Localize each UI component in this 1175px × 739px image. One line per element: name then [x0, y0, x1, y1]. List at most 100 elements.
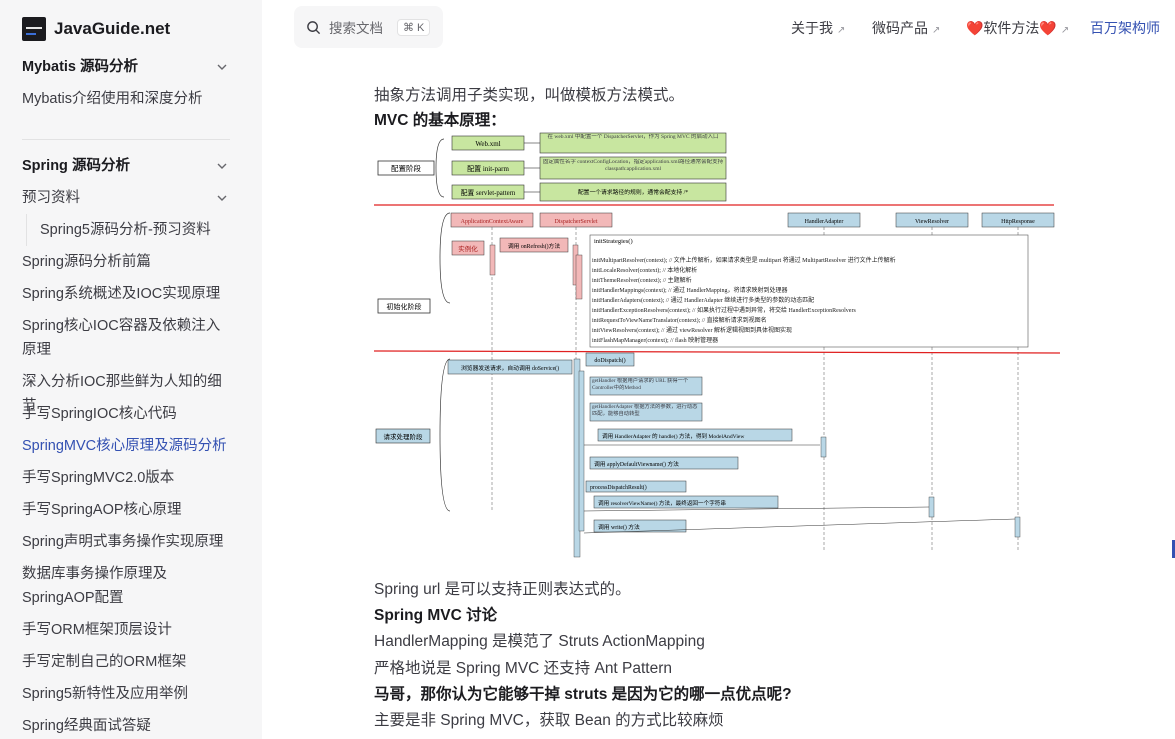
diagram-phase-init: 初始化阶段	[387, 302, 422, 311]
diagram-col-ac: ApplicationContextAware	[461, 219, 524, 225]
diagram-dodispatch-box	[585, 352, 635, 367]
diagram-note-initparm-box	[539, 156, 727, 180]
mvc-principle-diagram: 配置阶段 Web.xml 配置 init-parm 配置 servlet-pat…	[374, 132, 1061, 558]
diagram-init-line: initHandlerExceptionResolvers(context); …	[592, 306, 856, 314]
paragraph-spring-url: Spring url 是可以支持正则表达式的。	[374, 581, 631, 598]
sidebar-item-label: Spring 源码分析	[22, 158, 130, 174]
diagram-col-ha: HandlerAdapter	[805, 219, 844, 225]
sidebar-subtree-line	[26, 214, 27, 246]
sidebar-item-interview[interactable]: Spring经典面试答疑	[22, 714, 230, 738]
nav-link-about[interactable]: 关于我 ↗	[791, 18, 845, 40]
sidebar-item-mybatis-section[interactable]: Mybatis 源码分析	[22, 55, 230, 79]
external-link-icon: ↗	[837, 25, 846, 36]
diagram-applydefault-box	[589, 456, 739, 470]
sidebar-item-label: SpringMVC核心原理及源码分析	[22, 438, 227, 454]
sidebar-item-label: Spring源码分析前篇	[22, 254, 151, 270]
sidebar-item-handwrite-ioc[interactable]: 手写SpringIOC核心代码	[22, 402, 230, 426]
diagram-init-line: initLocaleResolver(context); // 本地化解析	[592, 266, 697, 274]
sidebar-item-label: Spring5新特性及应用举例	[22, 686, 188, 702]
chevron-down-icon	[217, 163, 227, 169]
sidebar-item-label: Spring经典面试答疑	[22, 718, 151, 734]
sidebar-item-label: 手写ORM框架顶层设计	[22, 622, 172, 638]
diagram-phase-request: 请求处理阶段	[384, 432, 424, 441]
nav-link-software[interactable]: ❤️软件方法❤️↗	[966, 18, 1069, 40]
diagram-handle-box	[597, 428, 793, 442]
diagram-instantiate-box	[451, 240, 485, 256]
diagram-write-box	[593, 519, 687, 533]
diagram-gethandler-box	[589, 376, 703, 396]
sidebar-item-springmvc-core[interactable]: SpringMVC核心原理及源码分析	[22, 434, 230, 458]
sidebar-item-handwrite-aop[interactable]: 手写SpringAOP核心原理	[22, 498, 230, 522]
sidebar-item-spring5-preview[interactable]: Spring5源码分析-预习资料	[40, 218, 230, 242]
diagram-onrefresh-box	[499, 237, 569, 253]
diagram-note-pattern: 配置一个请求路径的规则，通常会配支持 /*	[578, 188, 688, 196]
sidebar-item-spring-section[interactable]: Spring 源码分析	[22, 154, 230, 178]
diagram-note-webxml: 在 web.xml 中配置一个 DispatcherServlet，作为 Spr…	[547, 134, 719, 140]
diagram-instantiate: 实例化	[458, 244, 478, 253]
sidebar-item-label: 手写SpringMVC2.0版本	[22, 470, 175, 486]
sidebar-item-label: Spring声明式事务操作实现原理	[22, 534, 224, 550]
sidebar-item-label: Spring5源码分析-预习资料	[40, 222, 211, 238]
diagram-col-ds: DispatcherServlet	[555, 219, 598, 225]
nav-link-architect[interactable]: 百万架构师	[1090, 18, 1160, 40]
sidebar-divider	[22, 139, 230, 140]
diagram-note-webxml-box	[539, 132, 727, 154]
diagram-init-title: initStrategies()	[594, 238, 633, 245]
search-placeholder: 搜索文档	[329, 21, 383, 36]
diagram-process: processDispatchResult()	[590, 484, 647, 491]
search-shortcut: ⌘ K	[397, 18, 431, 36]
nav-link-label: 关于我	[791, 20, 833, 36]
nav-link-products[interactable]: 微码产品↗	[872, 18, 940, 40]
sidebar-item-db-tx[interactable]: 数据库事务操作原理及 SpringAOP配置	[22, 562, 230, 610]
nav-link-label: 百万架构师	[1090, 20, 1160, 36]
diagram-init-line: initFlashMapManager(context); // flash 映…	[592, 336, 718, 344]
brand[interactable]: JavaGuide.net	[22, 16, 170, 42]
diagram-separator-2	[374, 350, 1061, 354]
heading-mvc-principle: MVC 的基本原理：	[374, 112, 506, 129]
sidebar-item-spring-ioc-di[interactable]: Spring核心IOC容器及依赖注入 原理	[22, 314, 230, 362]
diagram-write: 调用 write() 方法	[598, 523, 640, 531]
diagram-gethandler: getHandler 根据用户请求的 URL 获得一个Controller中的M…	[592, 378, 689, 391]
diagram-initparm: 配置 init-parm	[467, 165, 509, 173]
diagram-init-lines: initMultipartResolver(context); // 文件上传解…	[592, 256, 896, 344]
sidebar-item-mybatis-intro[interactable]: Mybatis介绍使用和深度分析	[22, 87, 230, 111]
sidebar-item-label: 手写SpringIOC核心代码	[22, 406, 177, 422]
brand-name: JavaGuide.net	[54, 19, 171, 38]
diagram-servletpattern: 配置 servlet-pattern	[461, 189, 516, 197]
sidebar-item-label: 深入分析IOC那些鲜为人知的细节	[22, 374, 222, 414]
diagram-onrefresh: 调用 onRefresh()方法	[508, 242, 561, 250]
sidebar-item-label: 手写定制自己的ORM框架	[22, 654, 187, 670]
sidebar-item-label: Spring核心IOC容器及依赖注入	[22, 318, 221, 334]
diagram-browser-req: 浏览器发送请求，自动调用 doService()	[461, 364, 559, 372]
diagram-note-initparm: 固定属性名字 contextConfigLocation，指定applicati…	[542, 159, 724, 172]
diagram-init-strategies-box	[589, 234, 1029, 348]
sidebar-item-custom-orm[interactable]: 手写定制自己的ORM框架	[22, 650, 230, 674]
sidebar-item-label: Mybatis介绍使用和深度分析	[22, 91, 203, 107]
sidebar-item-ioc-details[interactable]: 深入分析IOC那些鲜为人知的细节	[22, 370, 230, 418]
diagram-init-line: initMultipartResolver(context); // 文件上传解…	[592, 256, 896, 264]
diagram-handle: 调用 HandlerAdapter 的 handle() 方法，得到 Model…	[602, 432, 745, 440]
chevron-down-icon	[217, 195, 227, 201]
diagram-init-line: initHandlerAdapters(context); // 通过 Hand…	[592, 296, 814, 304]
sidebar-item-declarative-tx[interactable]: Spring声明式事务操作实现原理	[22, 530, 230, 554]
sidebar-item-preview[interactable]: 预习资料	[22, 186, 230, 210]
sidebar-item-spring5-features[interactable]: Spring5新特性及应用举例	[22, 682, 230, 706]
paragraph-handlermapping: HandlerMapping 是模范了 Struts ActionMapping	[374, 633, 705, 650]
sidebar-item-spring-pre[interactable]: Spring源码分析前篇	[22, 250, 230, 274]
diagram-dodispatch: doDispatch()	[594, 357, 625, 364]
sidebar-item-orm-design[interactable]: 手写ORM框架顶层设计	[22, 618, 230, 642]
diagram-init-line: initHandlerMappings(context); // 通过 Hand…	[592, 286, 787, 294]
nav-link-label: ❤️软件方法❤️	[966, 20, 1057, 36]
diagram-phase-config-box	[377, 160, 435, 176]
search-button[interactable]: 搜索文档 ⌘ K	[294, 6, 443, 48]
external-link-icon: ↗	[932, 25, 941, 36]
diagram-browser-req-box	[447, 359, 573, 375]
chevron-down-icon	[217, 64, 227, 70]
diagram-phase-config: 配置阶段	[391, 163, 421, 173]
paragraph-template-method: 抽象方法调用子类实现，叫做模板方法模式。	[374, 87, 685, 104]
sidebar-item-handwrite-mvc[interactable]: 手写SpringMVC2.0版本	[22, 466, 230, 490]
sidebar-item-spring-ioc[interactable]: Spring系统概述及IOC实现原理	[22, 282, 230, 306]
sidebar-item-label-cont: SpringAOP配置	[22, 590, 124, 606]
diagram-resolveview-box	[593, 495, 779, 509]
diagram-phase-init-box	[377, 298, 431, 314]
